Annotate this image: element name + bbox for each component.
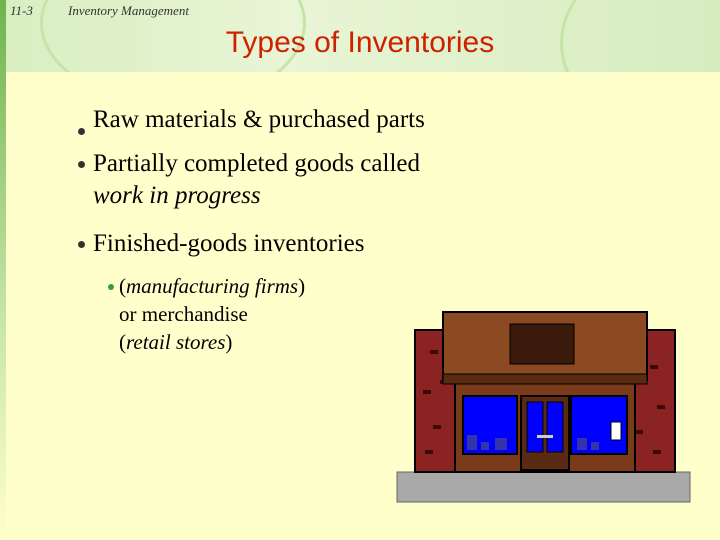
- sub-bullet-manufacturing: (manufacturing firms): [119, 274, 306, 298]
- window-items: [467, 435, 599, 450]
- decorative-arc: [560, 0, 720, 72]
- bullet-finished-goods: Finished-goods inventories: [93, 230, 365, 257]
- storefront-illustration: [396, 311, 691, 503]
- slide-title: Types of Inventories: [225, 26, 495, 59]
- sub-bullet-merchandise: or merchandise: [119, 302, 248, 326]
- awning-edge: [442, 373, 648, 385]
- sub-bullet-dot: [108, 284, 114, 290]
- left-accent-bar: [0, 0, 6, 540]
- sub-bullet-retail: (retail stores): [119, 330, 233, 354]
- door-glass-left: [526, 401, 544, 453]
- sign-panel: [509, 323, 575, 365]
- header-band: [0, 0, 720, 72]
- bullet-dot: [78, 161, 85, 168]
- bullet-partially-completed: Partially completed goods called: [93, 150, 420, 177]
- slide-number: 11-3: [10, 3, 33, 18]
- course-title: Inventory Management: [68, 3, 189, 18]
- bullet-raw-materials: Raw materials & purchased parts: [93, 106, 425, 133]
- bullet-dot: [78, 241, 85, 248]
- window-sign: [610, 421, 622, 441]
- pavement: [396, 471, 691, 503]
- door-glass-right: [546, 401, 564, 453]
- bullet-work-in-progress: work in progress: [93, 182, 261, 209]
- door-handle: [537, 435, 553, 438]
- bullet-dot: [78, 128, 85, 135]
